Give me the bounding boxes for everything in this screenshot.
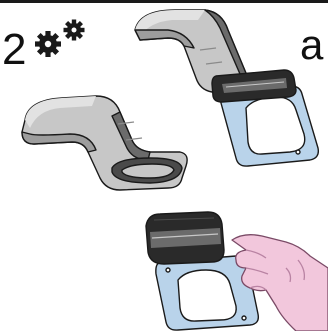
sub-step-label: a: [300, 21, 324, 68]
middle-duct: [21, 95, 188, 191]
top-border: [0, 0, 328, 3]
gears-icon: [35, 19, 85, 57]
top-duct-with-gasket: [134, 9, 320, 167]
step-number: 2: [2, 25, 27, 74]
hand-illustration: [231, 234, 328, 331]
duct-top-connector: [211, 69, 297, 103]
connector-piece: [145, 211, 225, 265]
bottom-connector-assembly: [145, 211, 328, 331]
gasket-frame-bottom: [155, 255, 260, 331]
